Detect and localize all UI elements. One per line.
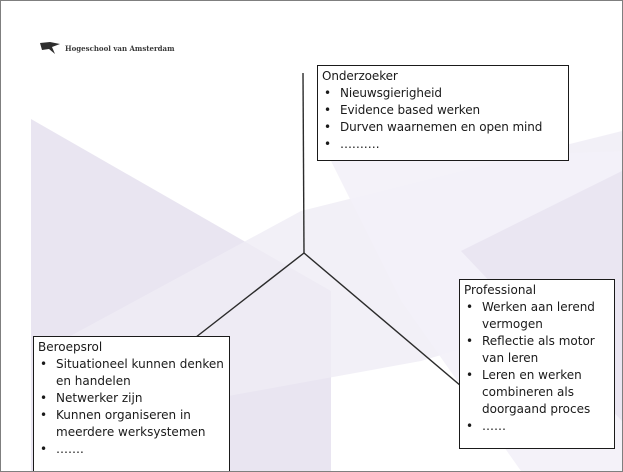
list-item: Netwerker zijn [38,390,225,407]
list-item: Reflectie als motor van leren [464,333,610,367]
logo-text: Hogeschool van Amsterdam [65,43,175,53]
bullet-list: Situationeel kunnen denken en handelen N… [38,356,225,458]
box-onderzoeker: Onderzoeker Nieuwsgierigheid Evidence ba… [317,65,569,161]
list-item: Situationeel kunnen denken en handelen [38,356,225,390]
box-beroepsrol: Beroepsrol Situationeel kunnen denken en… [33,336,230,471]
list-item: …… [464,418,610,435]
box-title: Onderzoeker [322,69,398,83]
list-item: Leren en werken combineren als doorgaand… [464,367,610,418]
list-item: Kunnen organiseren in meerdere werksyste… [38,407,225,441]
connector-line-left [190,252,305,342]
bullet-list: Nieuwsgierigheid Evidence based werken D… [322,85,564,153]
list-item: Nieuwsgierigheid [322,85,564,102]
box-professional: Professional Werken aan lerend vermogen … [459,279,615,449]
hva-logo-icon [40,42,60,54]
list-item: ………. [322,136,564,153]
list-item: Evidence based werken [322,102,564,119]
list-item: Durven waarnemen en open mind [322,119,564,136]
list-item: ……. [38,441,225,458]
connector-line-up [302,72,305,254]
connector-line-right [303,252,462,387]
box-title: Professional [464,283,537,297]
list-item: Werken aan lerend vermogen [464,299,610,333]
box-title: Beroepsrol [38,340,103,354]
header-logo: Hogeschool van Amsterdam [39,41,174,55]
bullet-list: Werken aan lerend vermogen Reflectie als… [464,299,610,435]
